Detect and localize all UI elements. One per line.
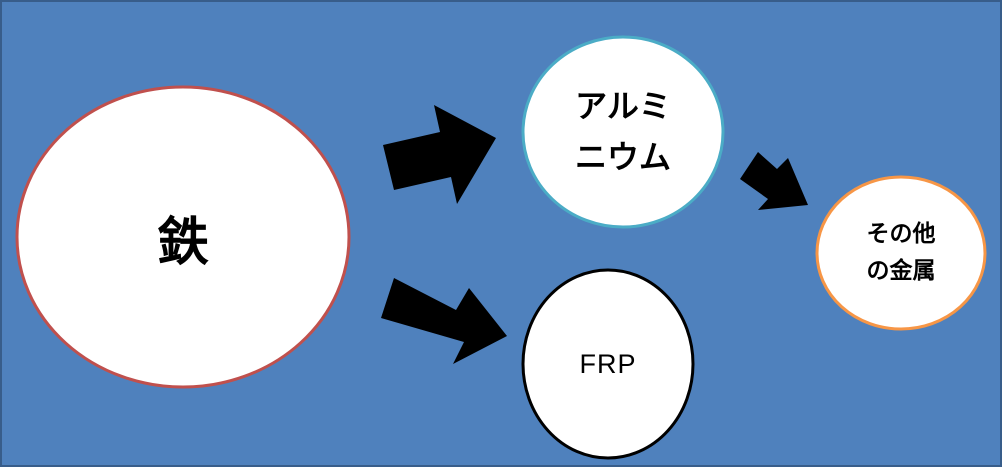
arrow-aluminum-to-other bbox=[740, 152, 808, 210]
node-frp-circle bbox=[521, 268, 695, 460]
node-other-metals-label: その他 の金属 bbox=[866, 221, 936, 284]
node-aluminum-circle bbox=[521, 35, 725, 229]
arrow-iron-to-frp bbox=[381, 278, 507, 364]
node-aluminum-label: アルミ ニウム bbox=[574, 86, 671, 176]
arrow-iron-to-aluminum bbox=[383, 105, 496, 204]
node-iron-label: 鉄 bbox=[156, 212, 209, 273]
node-frp-label: FRP bbox=[579, 348, 637, 379]
node-other-metals-circle bbox=[815, 175, 987, 331]
node-iron-circle bbox=[15, 85, 351, 389]
